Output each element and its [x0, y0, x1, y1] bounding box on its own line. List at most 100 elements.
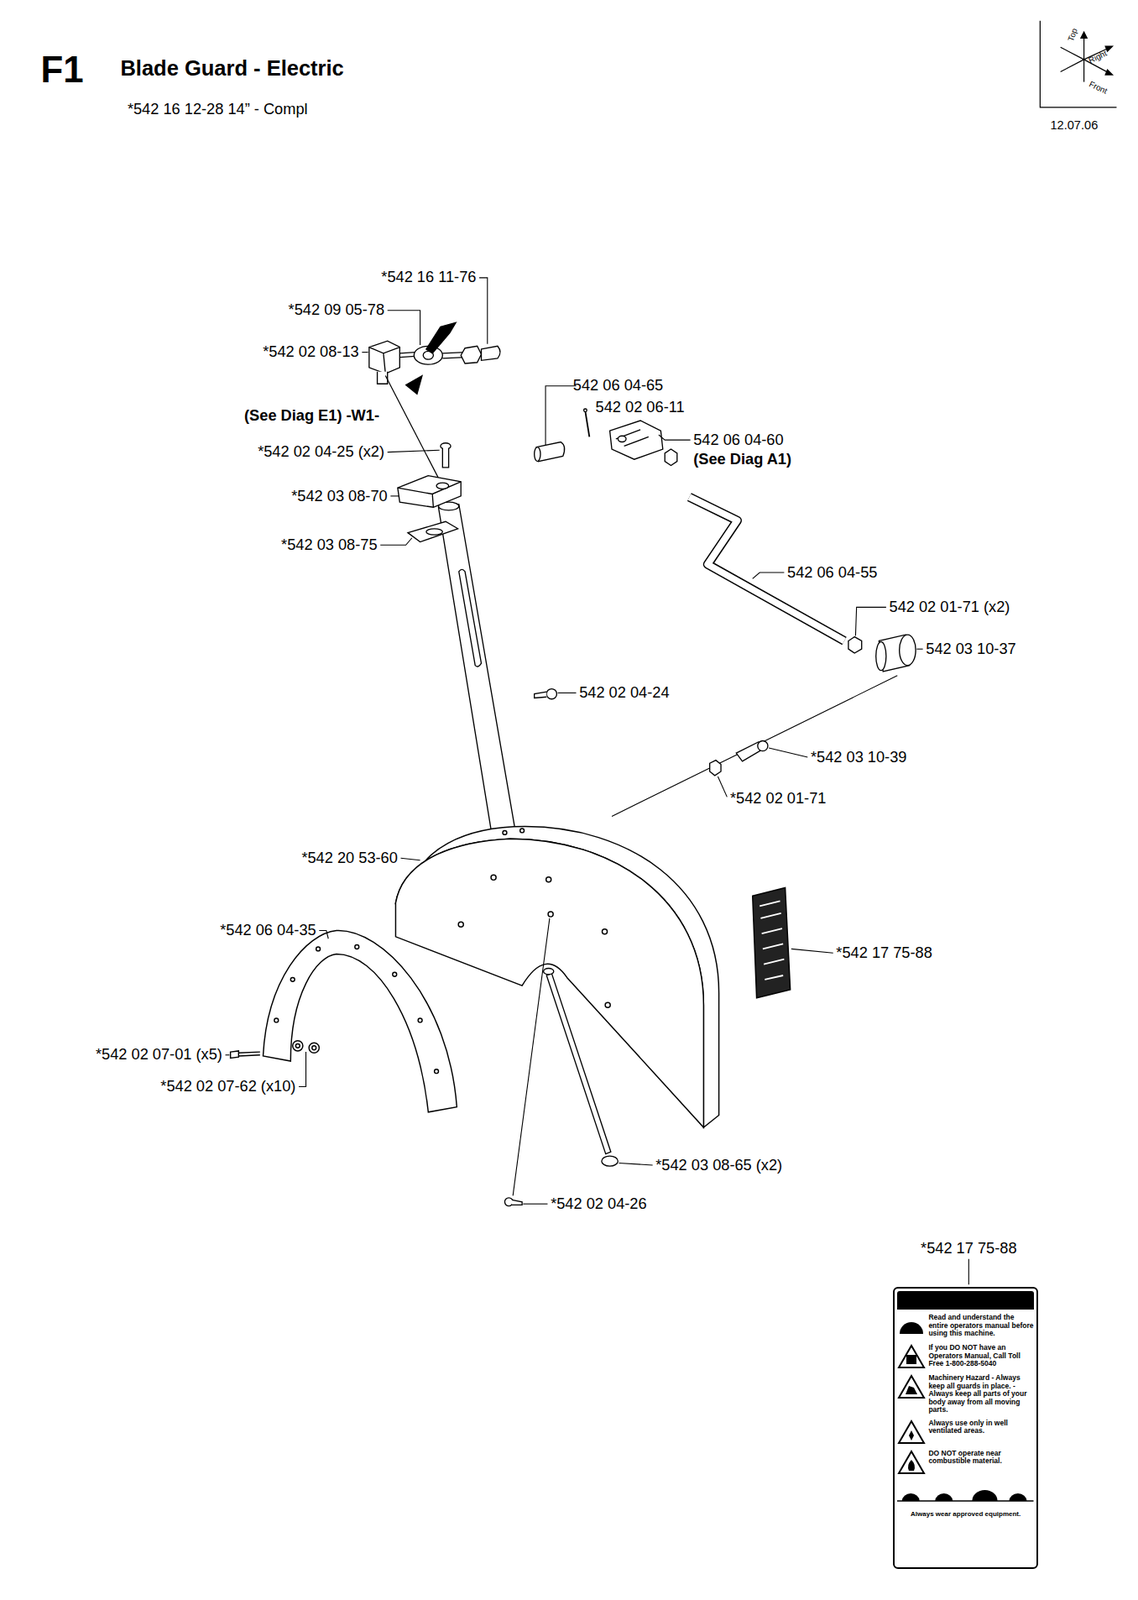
leader-line — [791, 948, 834, 953]
decal-row: If you DO NOT have an Operators Manual, … — [897, 1343, 1034, 1369]
orientation-icon — [1105, 46, 1113, 52]
decal-band — [902, 1492, 920, 1501]
axis-label: Top — [1066, 26, 1080, 42]
decal-text: Always use only in well ventilated areas… — [925, 1419, 1034, 1436]
part-number: 542 02 01-71 (x2) — [889, 598, 1011, 616]
guard-support-rod — [504, 1197, 513, 1206]
guard-arc-strip — [295, 1043, 300, 1048]
guard-arc-strip — [434, 1069, 439, 1074]
part-number: *542 16 11-76 — [381, 268, 476, 286]
part-number: *542 20 53-60 — [301, 849, 397, 867]
leader-line — [658, 434, 691, 440]
warning-pictogram — [908, 1430, 914, 1441]
part-number: *542 03 10-39 — [810, 748, 907, 766]
guard-tube — [534, 691, 548, 698]
guard-arc-strip — [312, 1045, 317, 1050]
part-number: *542 03 08-70 — [291, 487, 387, 505]
part-number: 542 06 04-55 — [787, 563, 877, 581]
part-number: *542 06 04-35 — [219, 921, 316, 939]
leader-line — [387, 449, 440, 452]
leader-line — [855, 606, 886, 636]
guard-tube — [546, 689, 557, 700]
warning-triangle — [898, 1451, 924, 1473]
warning-symbol — [897, 1343, 926, 1369]
decal-text: Machinery Hazard - Always keep all guard… — [925, 1373, 1034, 1415]
water-fittings — [426, 322, 456, 353]
guard-tube — [397, 443, 558, 839]
leader-line — [768, 747, 808, 757]
warning-pictogram — [905, 1385, 918, 1394]
water-line — [385, 375, 444, 491]
assembly-number: *542 16 12-28 14” - Compl — [127, 100, 308, 118]
leader-line — [968, 1258, 970, 1285]
leader-line — [619, 1163, 653, 1165]
part-number: 542 03 10-37 — [925, 640, 1016, 658]
decal-row: Read and understand the entire operators… — [897, 1313, 1034, 1339]
part-number: *542 02 08-13 — [262, 343, 359, 361]
water-fittings — [399, 355, 415, 357]
guard-tube — [397, 475, 461, 508]
guard-arc-strip — [292, 1040, 303, 1051]
leader-line — [225, 1054, 230, 1055]
leader-line — [752, 572, 785, 579]
blade-guard — [548, 911, 554, 917]
guard-tube — [438, 504, 516, 840]
leader-line — [916, 648, 923, 650]
part-number: *542 09 05-78 — [288, 301, 385, 319]
adjustment-linkage — [899, 634, 916, 665]
guard-arc-strip — [392, 971, 397, 977]
orientation-icon — [1039, 20, 1117, 108]
date-stamp: 12.07.06 — [1050, 118, 1099, 132]
adjustment-linkage — [664, 448, 678, 465]
warning-triangle — [898, 1375, 924, 1398]
decal-row: Machinery Hazard - Always keep all guard… — [897, 1373, 1034, 1415]
guard-support-rod — [601, 1155, 618, 1166]
diagram-title: Blade Guard - Electric — [120, 56, 344, 80]
water-fittings — [399, 352, 415, 354]
guard-tube — [397, 481, 461, 507]
part-number: *542 02 04-26 — [550, 1195, 647, 1212]
part-number: *542 17 75-88 — [920, 1239, 1017, 1257]
manual-symbol — [899, 1321, 924, 1334]
warning-symbol — [897, 1373, 926, 1400]
guard-support-rod — [504, 918, 618, 1206]
guard-tube — [459, 569, 482, 667]
adjustment-linkage — [617, 435, 627, 442]
part-number: 542 02 06-11 — [595, 398, 685, 416]
warning-symbol — [897, 1449, 926, 1475]
decal-row: Always use only in well ventilated areas… — [897, 1419, 1034, 1445]
decal-band — [935, 1492, 954, 1501]
leader-line — [558, 692, 577, 694]
part-number: 542 06 04-60 — [693, 431, 784, 449]
guard-arc-strip — [238, 1051, 261, 1053]
decal-band — [1009, 1492, 1028, 1501]
water-fittings — [481, 345, 501, 361]
guard-tube — [426, 528, 443, 535]
axis-label: Right — [1086, 48, 1108, 65]
guard-arc-strip — [238, 1054, 261, 1056]
warning-triangle — [898, 1420, 924, 1443]
water-line — [385, 375, 444, 491]
blade-guard — [502, 830, 507, 835]
leader-line — [380, 537, 413, 546]
part-number: *542 03 08-75 — [281, 536, 377, 554]
decal-header-band — [897, 1290, 1034, 1310]
adjustment-linkage — [584, 408, 588, 413]
leader-line — [390, 495, 399, 496]
leader-line — [545, 386, 576, 445]
manual-symbol — [897, 1313, 926, 1339]
guard-support-rod — [512, 918, 550, 1196]
diagram-reference: (See Diag E1) -W1- — [244, 407, 380, 424]
guard-tube — [436, 482, 449, 489]
decal-text: If you DO NOT have an Operators Manual, … — [925, 1343, 1034, 1368]
water-line — [406, 375, 423, 395]
leader-line — [361, 351, 368, 353]
guard-arc-strip — [308, 1042, 319, 1053]
warning-pictogram — [906, 1354, 917, 1364]
orientation-icon — [1105, 69, 1113, 75]
guard-tube — [442, 448, 449, 468]
adjustment-linkage — [709, 760, 721, 776]
blade-guard — [759, 900, 784, 980]
blade-guard — [395, 826, 790, 1128]
decal-band — [972, 1489, 998, 1501]
